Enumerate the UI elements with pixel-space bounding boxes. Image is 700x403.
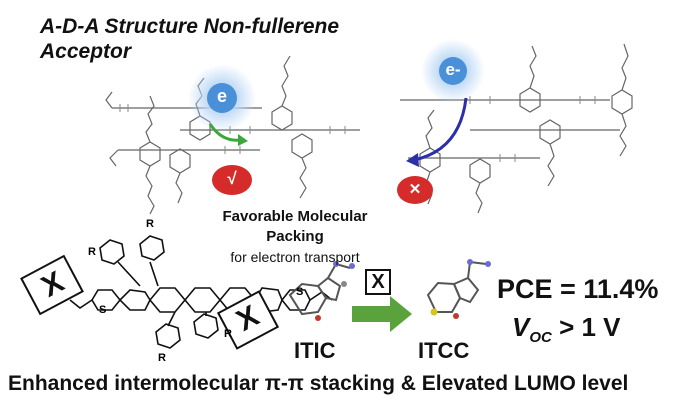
x-box-icon [365,269,391,295]
right-chain-ticks [469,96,596,162]
substituent-r-label: R [224,328,232,340]
itic-atoms [315,261,355,321]
voc-rest: > 1 V [551,312,621,342]
check-mark-text: √ [227,169,237,188]
navy-curve-arrow [413,97,468,162]
voc-value: VOC > 1 V [512,312,621,346]
itcc-end-group [426,261,487,313]
electron-icon [207,83,237,113]
check-icon [212,165,252,195]
end-group-x-box-right [216,290,280,350]
electron-icon-right [439,57,467,85]
favorable-line-2: Packing [266,228,324,245]
right-molecular-packing [400,43,633,214]
end-group-x-box-left [20,254,84,316]
favorable-packing-subtitle: for electron transport [230,249,360,265]
itcc-atoms [430,259,491,319]
voc-subscript: OC [529,329,552,347]
title-line-2: Acceptor [40,40,132,63]
substituent-r-label: R [146,218,154,230]
electron-label-right: e- [445,60,461,79]
cross-icon [397,176,433,204]
voc-v: V [512,312,530,342]
itcc-label: ITCC [418,338,470,363]
substituent-r-label: R [88,246,96,258]
substituent-r-label: R [158,352,166,364]
diagram-title: A-D-A Structure Non-fullerene Acceptor [40,14,339,64]
navy-arrowhead-icon [406,153,419,167]
green-curve-arrow [208,123,241,142]
green-arrow-icon [352,296,412,332]
thiophene-s-label: S [296,286,304,298]
favorable-line-1: Favorable Molecular [222,208,368,225]
title-line-1: A-D-A Structure Non-fullerene [40,15,340,38]
favorable-packing-title: Favorable Molecular Packing [200,207,390,247]
green-arrowhead-icon [238,134,248,146]
cross-mark-text: ✕ [408,181,422,198]
pce-value: PCE = 11.4% [497,274,659,304]
itic-label: ITIC [294,338,336,363]
x-mark-arrow: X [371,271,385,293]
thiophene-s-label: S [99,304,107,316]
electron-label-left: e [216,86,227,106]
bottom-caption: Enhanced intermolecular π-π stacking & E… [8,372,629,395]
